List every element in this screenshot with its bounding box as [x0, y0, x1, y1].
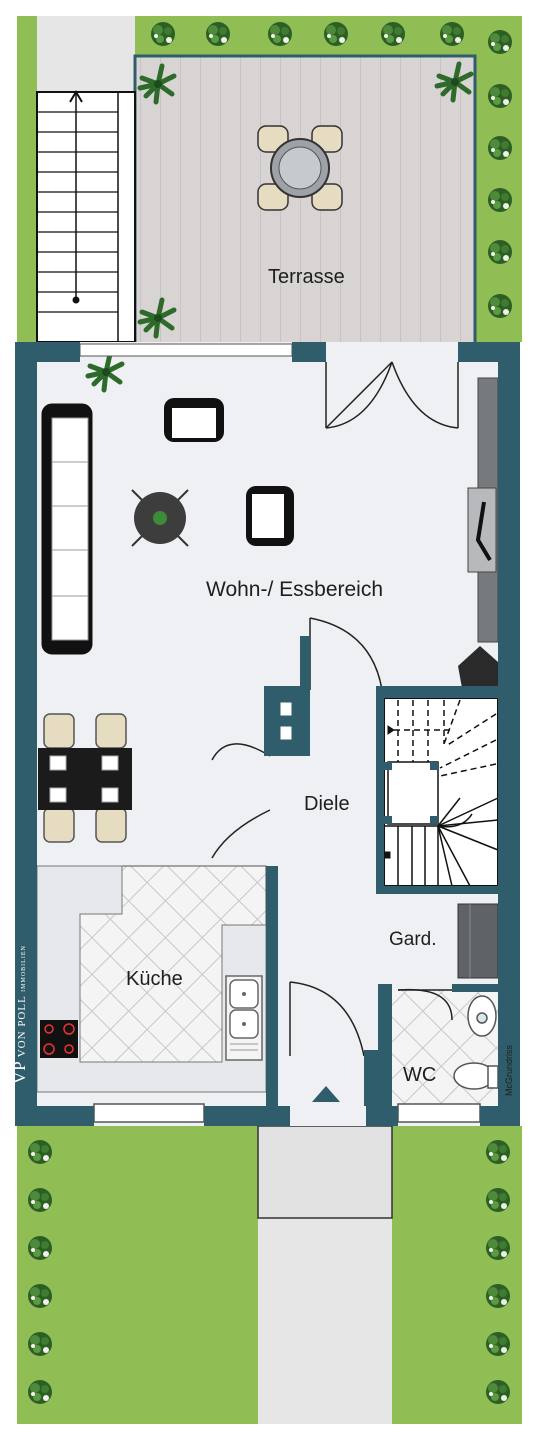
lawn-right-top — [475, 16, 522, 342]
brand-name: VON POLL — [16, 995, 28, 1058]
kitchen-sink — [225, 975, 263, 1061]
room-label-wc: WC — [403, 1064, 437, 1086]
coffee-table — [131, 489, 189, 547]
terrace-table-set — [257, 125, 343, 211]
top-left-path — [37, 16, 135, 92]
wc-window — [397, 1103, 481, 1123]
armchair-2 — [246, 486, 294, 546]
cooktop — [40, 1020, 78, 1058]
room-label-terrace: Terrasse — [268, 266, 345, 288]
brand-logo: VP VON POLL IMMOBILIEN — [10, 945, 30, 1084]
walls — [15, 342, 520, 1126]
armchair-1 — [164, 398, 224, 442]
interior-stairs — [383, 697, 499, 887]
room-label-wardrobe: Gard. — [389, 929, 437, 950]
outdoor-stairs — [36, 90, 136, 343]
living-window — [79, 343, 293, 357]
room-label-hallway: Diele — [304, 793, 350, 815]
hall-doors — [211, 617, 453, 1057]
room-label-living-dining: Wohn-/ Essbereich — [206, 578, 384, 601]
kitchen-window — [93, 1103, 205, 1123]
entrance-step — [257, 1125, 393, 1219]
lawn-left-top — [17, 16, 37, 342]
lawn-bottom-right — [392, 1126, 522, 1424]
terrace-door — [325, 361, 459, 429]
dining-set — [38, 713, 132, 843]
wardrobe — [457, 903, 499, 979]
entrance-arrow — [312, 1086, 340, 1102]
tv-unit — [467, 377, 499, 643]
kitchen-counter — [36, 865, 267, 1093]
lawn-bottom-left — [17, 1126, 258, 1424]
terrace-deck — [133, 54, 477, 352]
sofa — [41, 403, 93, 655]
wc-fixtures — [453, 995, 499, 1090]
plan-credit: McGrundriss — [504, 1044, 514, 1096]
brand-subtext: IMMOBILIEN — [21, 945, 27, 992]
stove-corner — [458, 646, 498, 688]
wall-niche — [279, 701, 293, 741]
room-label-kitchen: Küche — [126, 968, 183, 990]
brand-initials: VP — [10, 1060, 29, 1084]
